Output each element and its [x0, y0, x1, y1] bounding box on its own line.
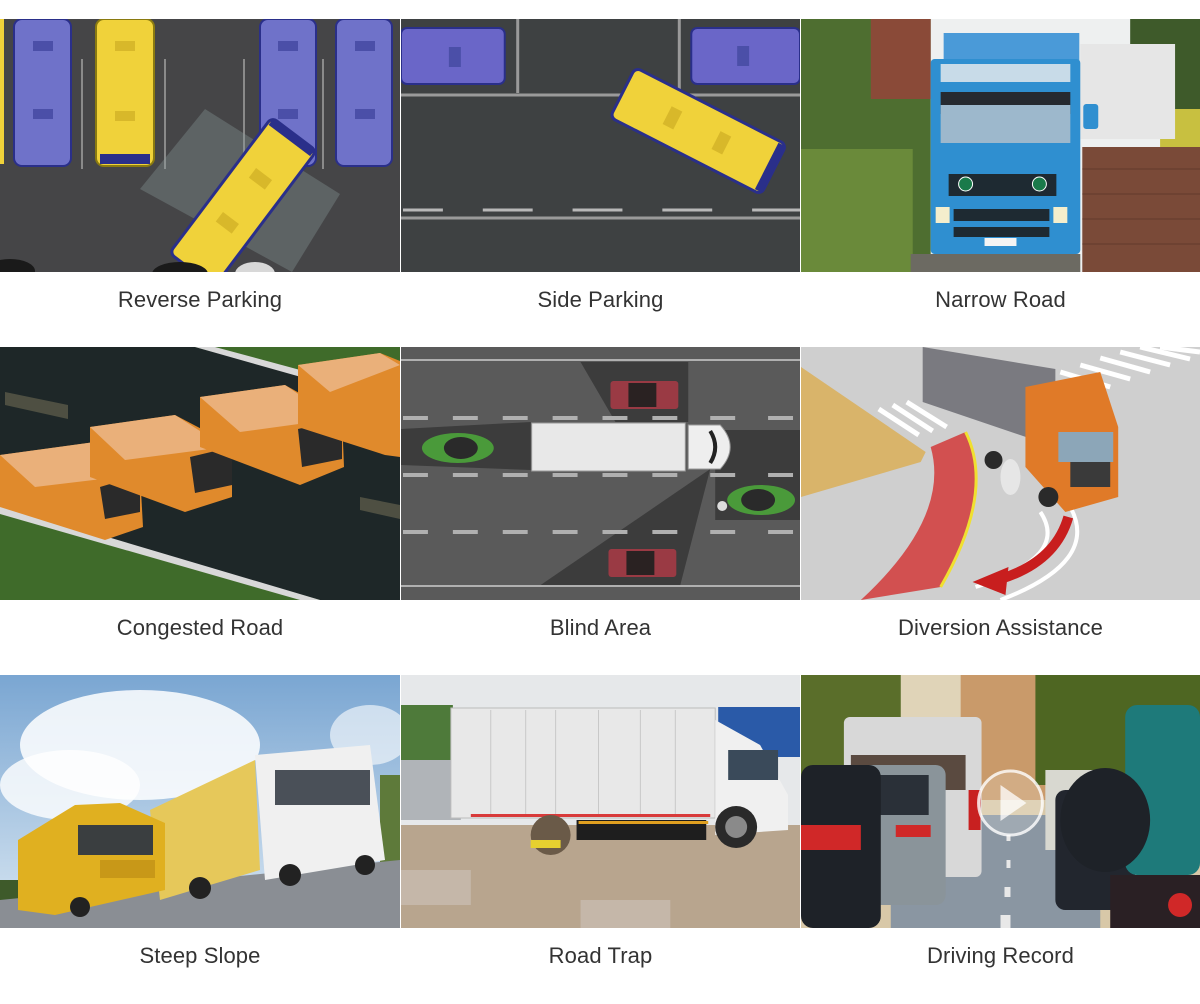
- scenario-card-congested-road: Congested Road: [0, 347, 400, 675]
- road-trap-photo: [401, 675, 800, 928]
- scenario-card-blind-area: Blind Area: [401, 347, 800, 675]
- scenario-label: Congested Road: [116, 615, 284, 640]
- reverse-parking-illustration: [0, 19, 400, 272]
- narrow-road-photo: [801, 19, 1200, 272]
- scenario-card-reverse-parking: Reverse Parking: [0, 19, 400, 347]
- scenario-label: Reverse Parking: [117, 287, 283, 312]
- scenario-label: Blind Area: [549, 615, 652, 640]
- scenario-label: Narrow Road: [935, 287, 1066, 312]
- scenario-grid: Reverse Parking: [0, 19, 1200, 1003]
- scenario-label: Steep Slope: [139, 943, 261, 968]
- scenario-row-3: Steep Slope: [0, 675, 1200, 1003]
- diversion-assistance-illustration: [801, 347, 1200, 600]
- scenario-label: Road Trap: [548, 943, 653, 968]
- scenario-card-side-parking: Side Parking: [401, 19, 800, 347]
- scenario-card-narrow-road: Narrow Road: [801, 19, 1200, 347]
- side-parking-illustration: [401, 19, 800, 272]
- scenario-label: Driving Record: [927, 943, 1074, 968]
- scenario-label: Diversion Assistance: [898, 615, 1103, 640]
- scenario-card-diversion-assistance: Diversion Assistance: [801, 347, 1200, 675]
- scenario-row-1: Reverse Parking: [0, 19, 1200, 347]
- scenario-card-steep-slope: Steep Slope: [0, 675, 400, 1003]
- scenario-label: Side Parking: [537, 287, 664, 312]
- steep-slope-photo: [0, 675, 400, 928]
- scenario-card-road-trap: Road Trap: [401, 675, 800, 1003]
- congested-road-illustration: [0, 347, 400, 600]
- driving-record-photo: [801, 675, 1200, 928]
- play-icon[interactable]: [977, 769, 1044, 837]
- scenario-row-2: Congested Road: [0, 347, 1200, 675]
- blind-area-illustration: [401, 347, 800, 600]
- scenario-card-driving-record: Driving Record: [801, 675, 1200, 1003]
